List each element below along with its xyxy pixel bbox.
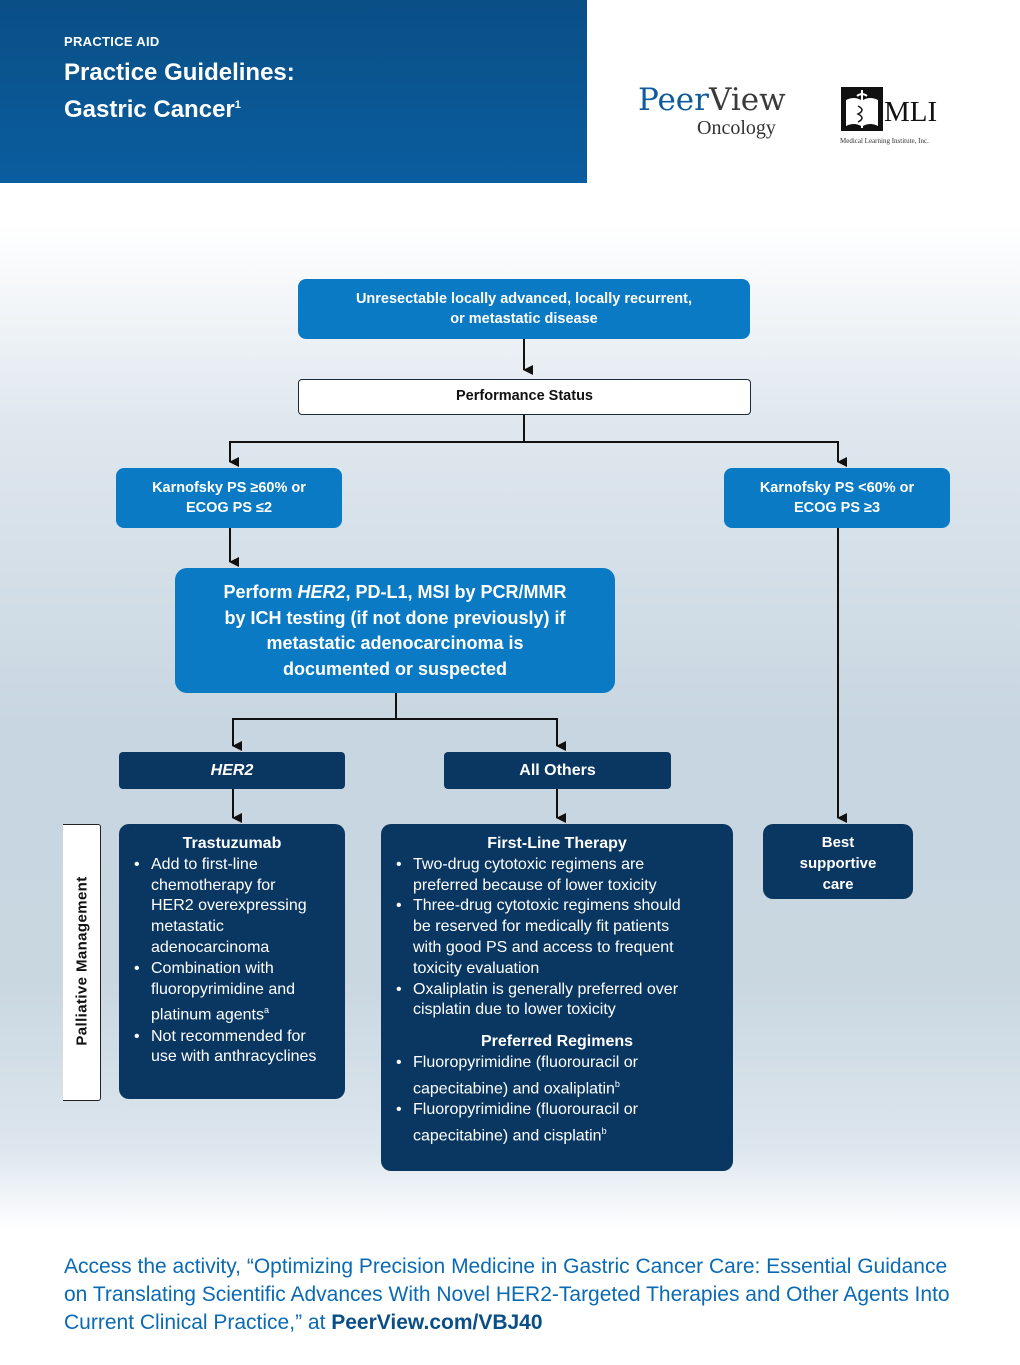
trastuzumab-item2-line: fluoropyrimidine and — [151, 980, 296, 998]
trastuzumab-item: Add to first-line chemotherapy for HER2 … — [119, 855, 345, 959]
activity-link[interactable]: PeerView.com/VBJ40 — [331, 1311, 543, 1334]
bsc-line: supportive — [799, 855, 877, 872]
testing-line4: documented or suspected — [282, 658, 508, 679]
trastuzumab-item2-line: Combination with — [151, 959, 274, 977]
all-others-branch-box: All Others — [444, 752, 671, 789]
preferred-regimen1-text: capecitabine) and oxaliplatin — [413, 1080, 615, 1098]
first-line-item2-line: Three-drug cytotoxic regimens should — [413, 897, 681, 915]
header-banner — [0, 0, 587, 183]
preferred-regimen2-line: capecitabine) and cisplatinb — [413, 1121, 733, 1147]
first-line-item1-line: preferred because of lower toxicity — [413, 876, 657, 894]
preferred-regimen2-text: capecitabine) and cisplatin — [413, 1127, 602, 1145]
footnote-superscript: b — [614, 1078, 620, 1089]
first-line-item2-line: toxicity evaluation — [413, 959, 540, 977]
peerview-logo-view: View — [708, 82, 786, 118]
practice-aid-label: PRACTICE AID — [64, 34, 160, 49]
first-line-item3-line: cisplatin due to lower toxicity — [413, 1001, 616, 1019]
testing-pre: Perform — [223, 582, 298, 602]
trastuzumab-content: Trastuzumab Add to first-line chemothera… — [119, 834, 345, 1068]
trastuzumab-item: Not recommended for use with anthracycli… — [119, 1027, 345, 1069]
palliative-management-bracket — [63, 824, 101, 1101]
bsc-line: care — [822, 876, 854, 893]
biomarker-testing-box: Perform HER2, PD-L1, MSI by PCR/MMR by I… — [175, 568, 615, 693]
first-line-item: Two-drug cytotoxic regimens are preferre… — [381, 855, 733, 897]
page-title-text: Gastric Cancer — [64, 96, 235, 123]
trastuzumab-item2-text: platinum agents — [151, 1006, 264, 1024]
performance-status-box: Performance Status — [298, 379, 751, 415]
page-title: Practice Guidelines: Gastric Cancer1 — [64, 56, 295, 126]
mli-logo-subtitle: Medical Learning Institute, Inc. — [840, 137, 929, 145]
footnote-superscript: a — [263, 1005, 269, 1016]
testing-line1-post: , PD-L1, MSI by PCR/MMR — [345, 582, 567, 602]
testing-line3: metastatic adenocarcinoma is — [266, 633, 524, 653]
trastuzumab-item3-line: use with anthracyclines — [151, 1048, 317, 1066]
trastuzumab-item3-line: Not recommended for — [151, 1027, 306, 1045]
trastuzumab-item1-line: adenocarcinoma — [151, 938, 270, 956]
activity-description: Access the activity, “Optimizing Precisi… — [64, 1255, 950, 1334]
ps-good-box: Karnofsky PS ≥60% or ECOG PS ≤2 — [116, 468, 342, 528]
trastuzumab-item: Combination with fluoropyrimidine and pl… — [119, 959, 345, 1027]
start-condition-line1: Unresectable locally advanced, locally r… — [355, 291, 693, 307]
first-line-item2-line: be reserved for medically fit patients — [413, 918, 670, 936]
preferred-regimen-item: Fluoropyrimidine (fluorouracil or capeci… — [381, 1100, 733, 1147]
preferred-regimen1-line: Fluoropyrimidine (fluorouracil or — [413, 1053, 638, 1071]
her2-branch-box: HER2 — [119, 752, 345, 789]
first-line-list: Two-drug cytotoxic regimens are preferre… — [381, 855, 733, 1021]
trastuzumab-list: Add to first-line chemotherapy for HER2 … — [119, 855, 345, 1068]
ps-good-line1: Karnofsky PS ≥60% or — [152, 480, 306, 496]
peerview-logo: PeerView — [638, 82, 786, 118]
peerview-oncology-label: Oncology — [697, 117, 776, 139]
peerview-logo-peer: Peer — [638, 82, 709, 118]
first-line-content: First-Line Therapy Two-drug cytotoxic re… — [381, 834, 733, 1147]
page-title-line2: Gastric Cancer1 — [64, 89, 295, 126]
arrow-ps-to-good — [229, 415, 525, 467]
testing-line2: by ICH testing (if not done previously) … — [224, 607, 566, 628]
preferred-regimen1-line: capecitabine) and oxaliplatinb — [413, 1074, 733, 1100]
preferred-regimen-item: Fluoropyrimidine (fluorouracil or capeci… — [381, 1053, 733, 1100]
testing-her2: HER2 — [297, 582, 346, 602]
preferred-regimen2-line: Fluoropyrimidine (fluorouracil or — [413, 1100, 638, 1118]
arrow-testing-to-her2 — [232, 693, 397, 751]
page-title-line1: Practice Guidelines: — [64, 59, 295, 86]
trastuzumab-item1-line: Add to first-line — [151, 855, 258, 873]
first-line-item3-line: Oxaliplatin is generally preferred over — [413, 980, 679, 998]
first-line-item1-line: Two-drug cytotoxic regimens are — [413, 855, 645, 873]
ps-good-line2: ECOG PS ≤2 — [185, 500, 273, 516]
first-line-item: Oxaliplatin is generally preferred over … — [381, 980, 733, 1022]
ps-poor-line1: Karnofsky PS <60% or — [759, 480, 915, 496]
preferred-regimens-heading: Preferred Regimens — [480, 1033, 634, 1051]
ps-poor-line2: ECOG PS ≥3 — [793, 500, 881, 516]
mli-emblem-icon — [841, 87, 883, 131]
testing-line1: Perform HER2, PD-L1, MSI by PCR/MMR — [175, 580, 615, 606]
trastuzumab-item1-line: HER2 overexpressing — [151, 897, 307, 915]
reference-superscript: 1 — [234, 99, 241, 111]
palliative-management-label: Palliative Management — [73, 876, 91, 1046]
best-supportive-care-box: Best supportive care — [763, 824, 913, 899]
ps-poor-box: Karnofsky PS <60% or ECOG PS ≥3 — [724, 468, 950, 528]
trastuzumab-item2-line: platinum agentsa — [151, 1000, 345, 1026]
arrow-ps-to-poor — [524, 441, 847, 467]
start-condition-line2: or metastatic disease — [450, 311, 598, 327]
first-line-heading: First-Line Therapy — [487, 835, 627, 852]
activity-access-note: Access the activity, “Optimizing Precisi… — [64, 1253, 964, 1337]
arrow-testing-to-others — [396, 718, 566, 751]
bsc-line: Best — [821, 834, 855, 851]
first-line-item: Three-drug cytotoxic regimens should be … — [381, 896, 733, 979]
preferred-regimens-list: Fluoropyrimidine (fluorouracil or capeci… — [381, 1053, 733, 1147]
trastuzumab-heading: Trastuzumab — [182, 835, 282, 852]
start-condition-box: Unresectable locally advanced, locally r… — [298, 279, 750, 339]
mli-logo-text: MLI — [884, 96, 938, 128]
first-line-item2-line: with good PS and access to frequent — [413, 938, 674, 956]
footnote-superscript: b — [601, 1125, 607, 1136]
trastuzumab-item1-line: metastatic — [151, 918, 224, 936]
trastuzumab-item1-line: chemotherapy for — [151, 876, 276, 894]
